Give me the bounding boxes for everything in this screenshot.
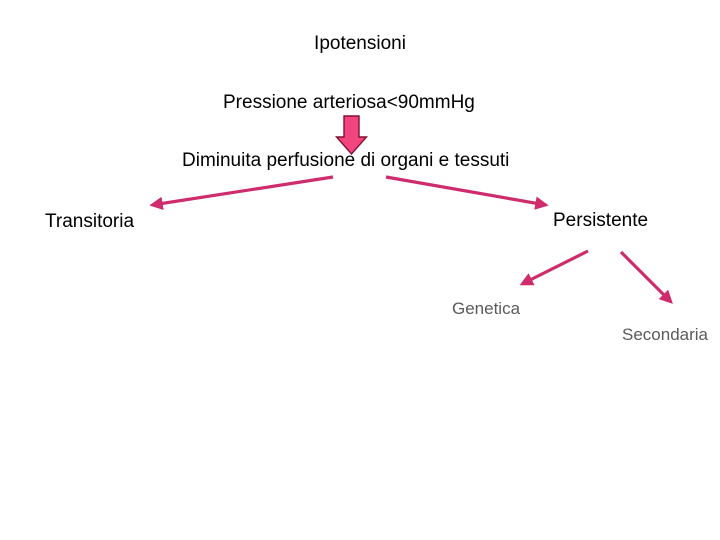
block-down-arrow-icon (334, 115, 369, 156)
node-genetica-label: Genetica (452, 299, 521, 318)
slide-title: Ipotensioni (314, 33, 406, 54)
node-perfusion-label: Diminuita perfusione di organi e tessuti (182, 150, 510, 171)
node-pressure-label: Pressione arteriosa<90mmHg (223, 92, 475, 113)
arrow-perfusion-to-transitoria (149, 175, 334, 210)
node-transitoria-label: Transitoria (45, 211, 135, 232)
arrow-perfusion-to-persistente (385, 175, 549, 210)
arrow-persistente-to-genetica (519, 249, 589, 286)
node-secondaria-label: Secondaria (622, 325, 709, 344)
node-persistente-label: Persistente (553, 210, 649, 231)
arrow-persistente-to-secondaria (619, 250, 673, 304)
